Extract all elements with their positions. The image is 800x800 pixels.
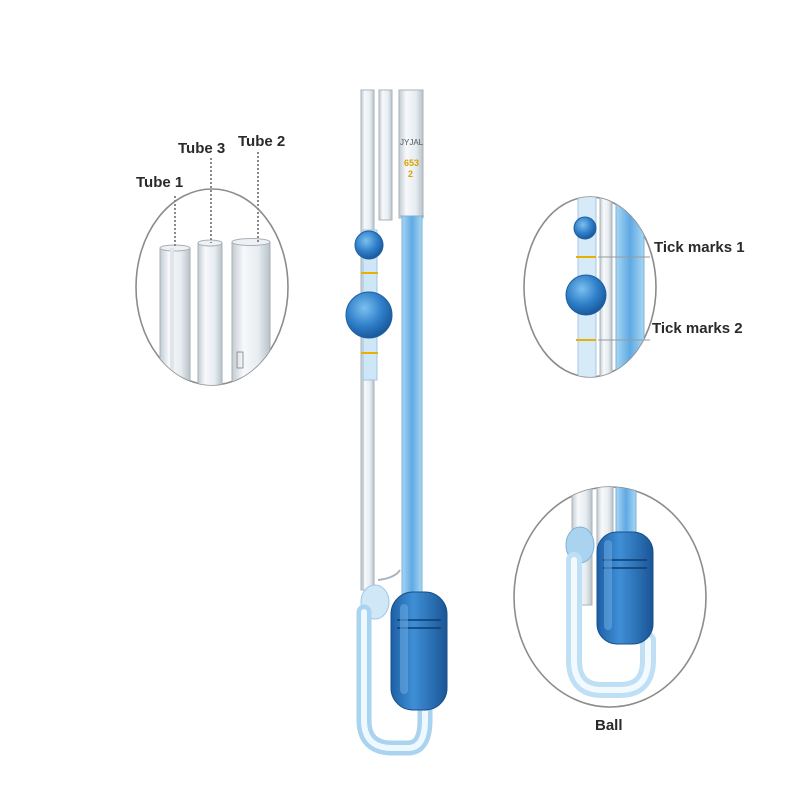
measuring-bulb: [345, 291, 393, 339]
code-engraving-2: 2: [408, 169, 414, 179]
label-tick-marks-2: Tick marks 2: [652, 320, 743, 337]
ball-inset: [513, 486, 707, 708]
tick-marks-inset: [523, 196, 657, 378]
upper-timing-bulb: [354, 230, 384, 260]
label-tube-1: Tube 1: [136, 174, 184, 191]
viscometer: [345, 89, 448, 756]
reservoir-bulb: [390, 591, 448, 711]
label-tube-3: Tube 3: [178, 140, 226, 157]
label-ball: Ball: [595, 717, 623, 734]
label-tube-2: Tube 2: [238, 133, 286, 150]
tube-3-main: [378, 89, 393, 221]
tube-inset: [135, 152, 289, 386]
tube-2-main: [398, 89, 424, 219]
brand-engraving: JYJAL: [400, 138, 424, 147]
label-tick-marks-1: Tick marks 1: [654, 239, 745, 256]
code-engraving-1: 653: [404, 158, 420, 168]
